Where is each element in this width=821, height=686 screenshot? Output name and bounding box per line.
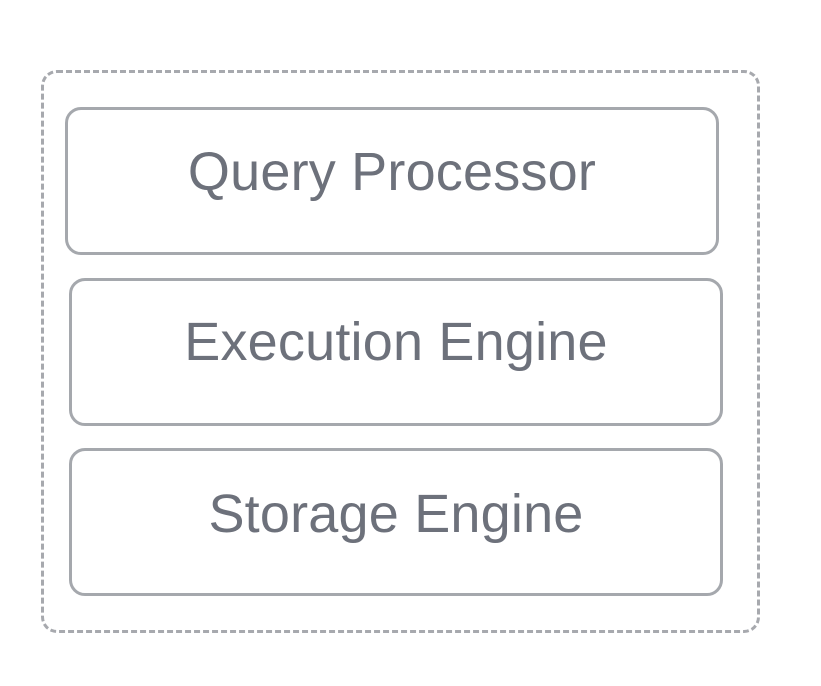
system-boundary — [41, 70, 760, 633]
query-processor-label: Query Processor — [187, 142, 597, 202]
execution-engine-label: Execution Engine — [184, 312, 608, 372]
storage-engine-label: Storage Engine — [208, 484, 584, 544]
execution-engine-box: Execution Engine — [69, 278, 723, 426]
storage-engine-box: Storage Engine — [69, 448, 723, 596]
query-processor-box: Query Processor — [65, 107, 719, 255]
